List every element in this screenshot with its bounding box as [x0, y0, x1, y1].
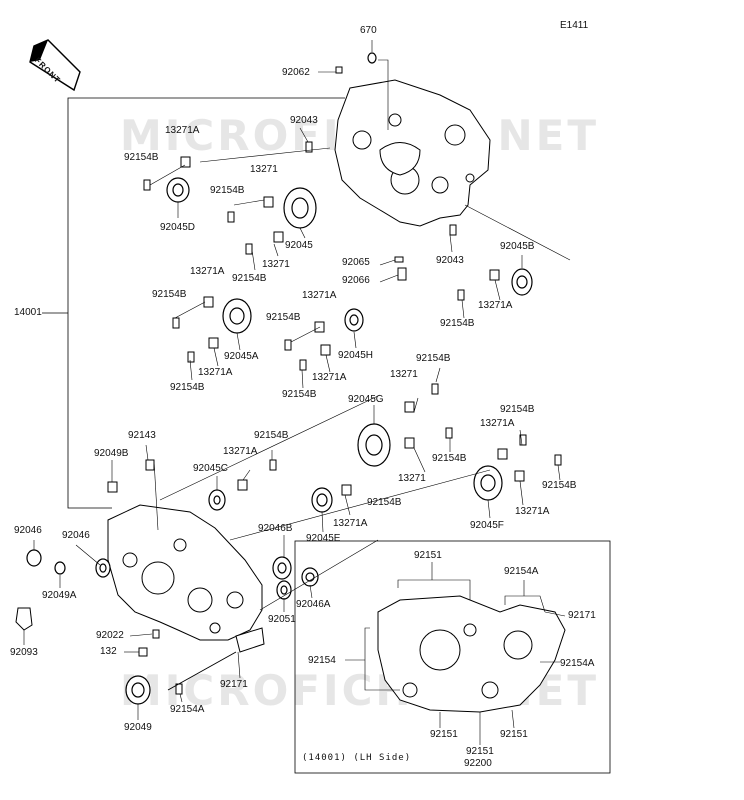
inset-label-92171: 92171: [568, 610, 596, 621]
label-13271A: 13271A: [302, 290, 337, 301]
label-13271A: 13271A: [312, 372, 347, 383]
label-92045E: 92045E: [306, 533, 341, 544]
label-92154B: 92154B: [170, 382, 205, 393]
label-92045F: 92045F: [470, 520, 504, 531]
diagram-code: E1411: [560, 20, 589, 31]
label-92154B: 92154B: [367, 497, 402, 508]
label-13271A: 13271A: [478, 300, 513, 311]
label-92045G: 92045G: [348, 394, 384, 405]
label-13271A: 13271A: [198, 367, 233, 378]
label-92154B: 92154B: [152, 289, 187, 300]
bearings-and-seals: [26, 52, 533, 705]
assembly-bracket-14001: [42, 97, 345, 509]
label-92046A: 92046A: [296, 599, 331, 610]
label-92046B: 92046B: [258, 523, 293, 534]
label-13271: 13271: [398, 473, 426, 484]
label-92171: 92171: [220, 679, 248, 690]
label-92022: 92022: [96, 630, 124, 641]
label-13271A: 13271A: [223, 446, 258, 457]
label-92045A: 92045A: [224, 351, 259, 362]
label-92046: 92046: [14, 525, 42, 536]
label-92066: 92066: [342, 275, 370, 286]
crankcase-right-half: [334, 79, 491, 227]
inset-label-92154A: 92154A: [504, 566, 539, 577]
inset-caption: (14001) (LH Side): [302, 753, 412, 763]
inset-label-92151: 92151: [466, 746, 494, 757]
oil-pipe: [167, 651, 237, 691]
inset-label-92154A: 92154A: [560, 658, 595, 669]
inset-label-92151: 92151: [500, 729, 528, 740]
label-13271A: 13271A: [190, 266, 225, 277]
label-13271: 13271: [262, 259, 290, 270]
inset-label-92151: 92151: [430, 729, 458, 740]
label-92154B: 92154B: [440, 318, 475, 329]
label-14001: 14001: [14, 307, 42, 318]
label-92049B: 92049B: [94, 448, 129, 459]
label-92045H: 92045H: [338, 350, 374, 361]
label-92045D: 92045D: [160, 222, 196, 233]
label-92065: 92065: [342, 257, 370, 268]
label-92143: 92143: [128, 430, 156, 441]
label-13271: 13271: [250, 164, 278, 175]
label-92154B: 92154B: [282, 389, 317, 400]
inset-label-92154: 92154: [308, 655, 336, 666]
label-132: 132: [100, 646, 117, 657]
inset-frame: [294, 540, 611, 774]
label-13271A: 13271A: [333, 518, 368, 529]
label-13271A: 13271A: [165, 125, 200, 136]
label-92046: 92046: [62, 530, 90, 541]
label-92043: 92043: [290, 115, 318, 126]
crankcase-left-half: [107, 504, 263, 641]
label-92045: 92045: [285, 240, 313, 251]
label-92045C: 92045C: [193, 463, 229, 474]
label-92045B: 92045B: [500, 241, 535, 252]
label-92154B: 92154B: [416, 353, 451, 364]
label-92093: 92093: [10, 647, 38, 658]
label-92154B: 92154B: [124, 152, 159, 163]
label-92154B: 92154B: [232, 273, 267, 284]
inset-label-92151: 92151: [414, 550, 442, 561]
leader-lines: [23, 40, 571, 745]
label-92049A: 92049A: [42, 590, 77, 601]
label-92154B: 92154B: [500, 404, 535, 415]
label-92043: 92043: [436, 255, 464, 266]
label-92154B: 92154B: [210, 185, 245, 196]
label-92062: 92062: [282, 67, 310, 78]
inset-label-92200: 92200: [464, 758, 492, 769]
label-92051: 92051: [268, 614, 296, 625]
label-13271A: 13271A: [515, 506, 550, 517]
label-92154B: 92154B: [432, 453, 467, 464]
label-13271A: 13271A: [480, 418, 515, 429]
label-13271: 13271: [390, 369, 418, 380]
label-92154B: 92154B: [266, 312, 301, 323]
label-92154B: 92154B: [542, 480, 577, 491]
label-92154A: 92154A: [170, 704, 205, 715]
label-92049: 92049: [124, 722, 152, 733]
inset-crankcase-left-side: [377, 595, 566, 713]
label-92154B: 92154B: [254, 430, 289, 441]
label-670: 670: [360, 25, 377, 36]
front-arrow-icon: [29, 39, 81, 92]
